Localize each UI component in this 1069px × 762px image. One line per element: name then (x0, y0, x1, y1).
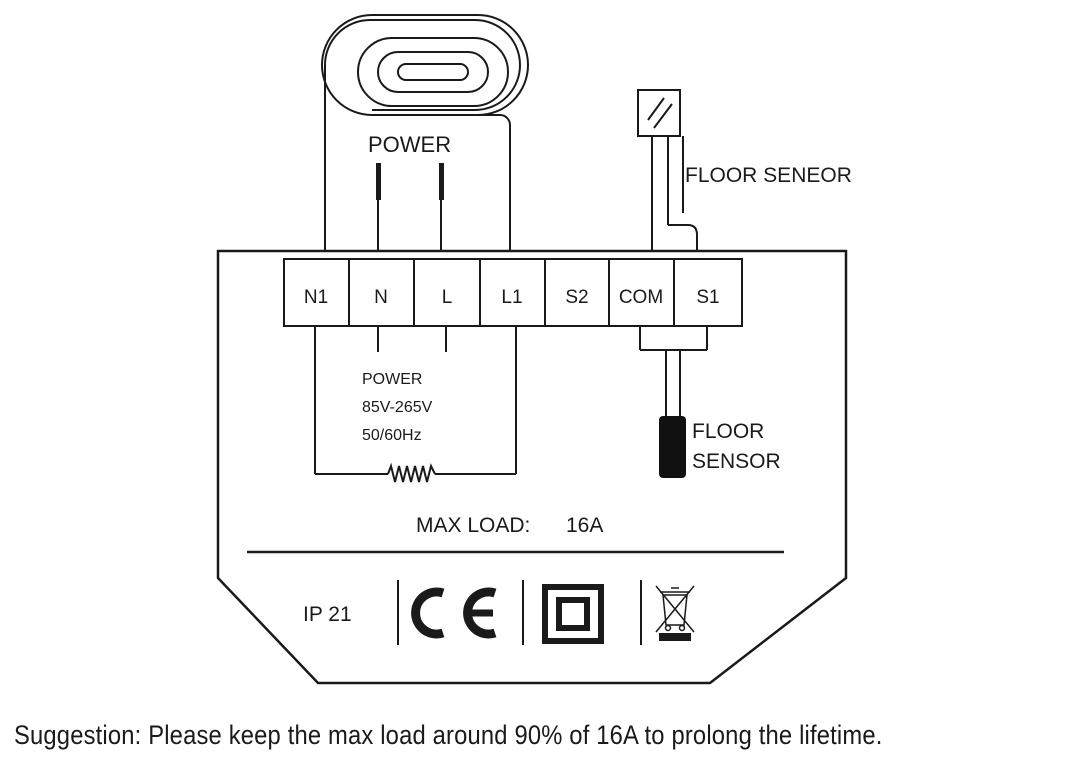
suggestion-text: Suggestion: Please keep the max load aro… (14, 720, 883, 750)
floor-sensor-label-line2: SENSOR (692, 450, 781, 473)
power-spec-line1: POWER (362, 371, 422, 388)
power-spec-line3: 50/60Hz (362, 427, 422, 444)
ip-rating-label: IP 21 (303, 603, 352, 626)
ce-mark-icon (411, 587, 497, 639)
max-load-label: MAX LOAD: (416, 514, 530, 537)
floor-sensor-bulb-icon (659, 416, 686, 478)
weee-crossed-bin-icon (655, 585, 695, 633)
resistor-load-icon (387, 462, 436, 483)
floor-sensor-label-line1: FLOOR (692, 420, 764, 443)
terminal-label-s1: S1 (696, 287, 719, 308)
terminal-label-s2: S2 (565, 287, 588, 308)
floor-sensor-probe-icon (637, 89, 698, 251)
floor-sensor-top-label: FLOOR SENEOR (685, 164, 852, 187)
power-top-label: POWER (368, 132, 451, 157)
terminal-label-l1: L1 (501, 287, 522, 308)
terminal-label-n: N (374, 287, 388, 308)
double-insulation-icon (542, 584, 604, 644)
terminal-block (283, 258, 743, 327)
terminal-label-n1: N1 (304, 287, 328, 308)
terminal-label-com: COM (619, 287, 663, 308)
max-load-value: 16A (566, 514, 603, 537)
power-spec-line2: 85V-265V (362, 399, 433, 416)
thermostat-housing (216, 249, 848, 685)
terminal-label-l: L (442, 287, 453, 308)
heating-coil-icon (321, 14, 529, 251)
